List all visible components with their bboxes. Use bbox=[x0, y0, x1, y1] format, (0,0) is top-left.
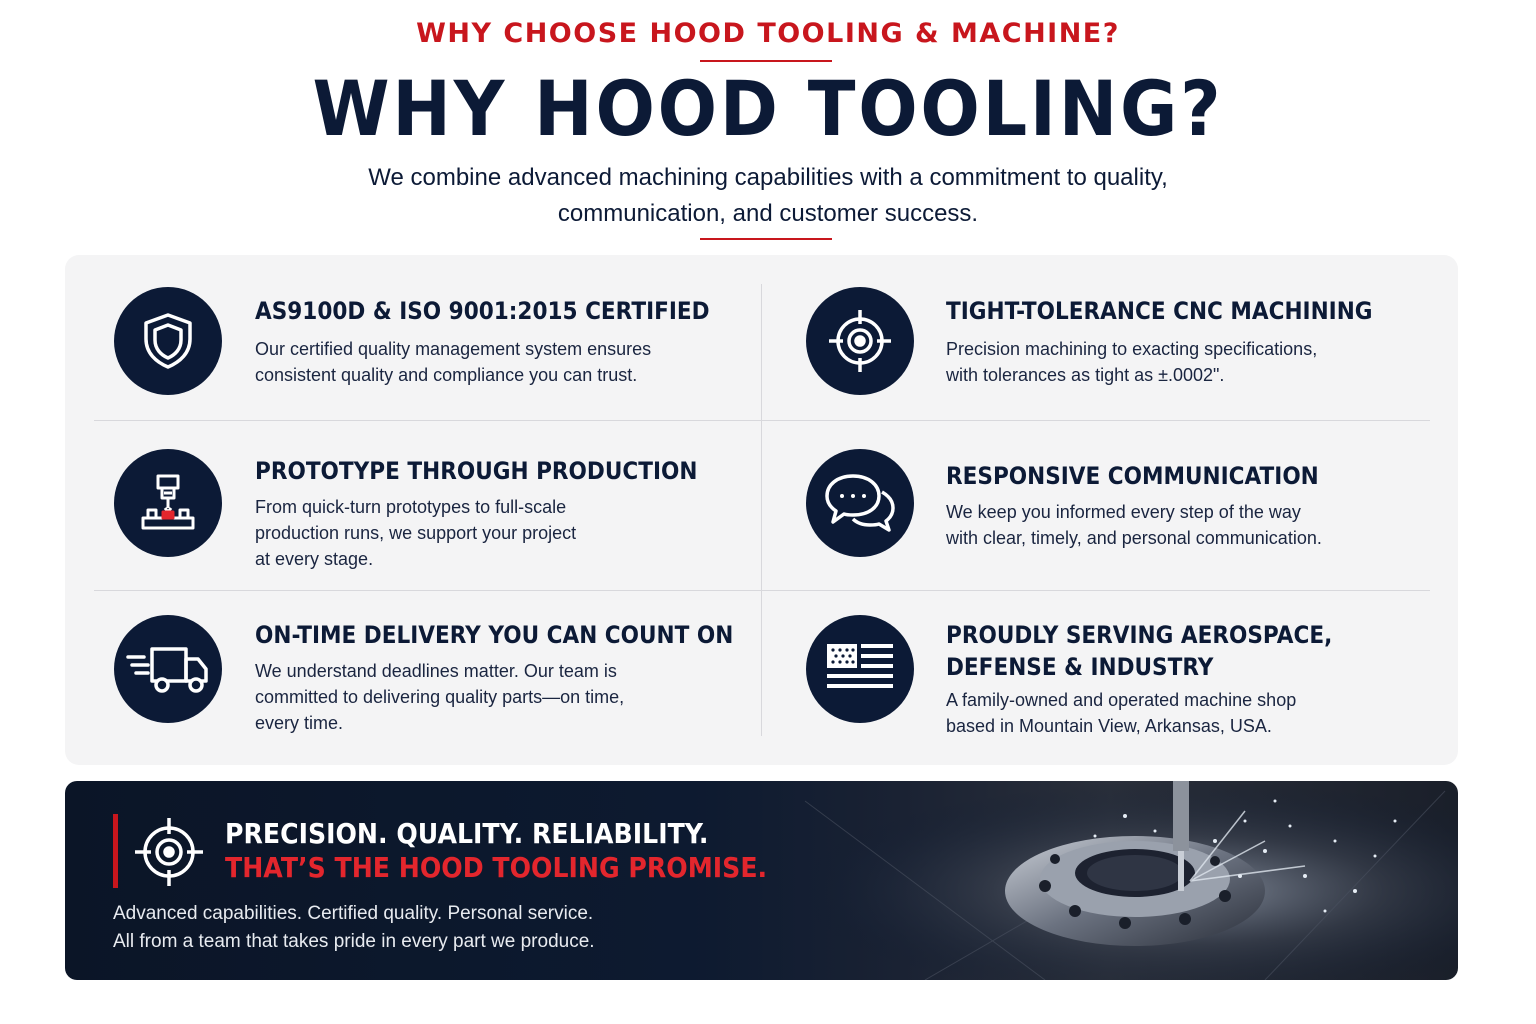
feature-desc-line: Our certified quality management system … bbox=[255, 339, 652, 359]
column-divider bbox=[761, 284, 762, 736]
banner-copy-line: All from a team that takes pride in ever… bbox=[113, 931, 595, 952]
feature-desc-line: committed to delivering quality parts—on… bbox=[255, 687, 625, 707]
cnc-machine-icon bbox=[114, 449, 222, 557]
feature-description: Precision machining to exacting specific… bbox=[946, 336, 1317, 388]
feature-desc-line: Precision machining to exacting specific… bbox=[946, 339, 1318, 359]
target-crosshair-icon bbox=[806, 287, 914, 395]
feature-description: We keep you informed every step of the w… bbox=[946, 499, 1322, 551]
page-subtitle: We combine advanced machining capabiliti… bbox=[268, 160, 1268, 232]
accent-bar bbox=[113, 814, 118, 888]
title-divider-bottom bbox=[700, 238, 832, 240]
feature-description: A family-owned and operated machine shop… bbox=[946, 687, 1296, 739]
feature-description: Our certified quality management system … bbox=[255, 336, 651, 388]
feature-desc-line: production runs, we support your project bbox=[255, 523, 577, 543]
cnc-machining-photo bbox=[745, 781, 1458, 980]
subtitle-line: communication, and customer success. bbox=[557, 200, 979, 227]
feature-title: RESPONSIVE COMMUNICATION bbox=[946, 462, 1319, 490]
feature-title-line: PROUDLY SERVING AEROSPACE, bbox=[946, 621, 1333, 649]
page-title: WHY HOOD TOOLING? bbox=[312, 64, 1224, 153]
subtitle-line: We combine advanced machining capabiliti… bbox=[368, 164, 1168, 191]
banner-copy: Advanced capabilities. Certified quality… bbox=[113, 900, 595, 956]
title-divider-top bbox=[700, 60, 832, 62]
feature-desc-line: From quick-turn prototypes to full-scale bbox=[255, 497, 567, 517]
feature-desc-line: We understand deadlines matter. Our team… bbox=[255, 661, 617, 681]
feature-desc-line: with tolerances as tight as ±.0002". bbox=[946, 365, 1225, 385]
row-divider bbox=[94, 420, 1430, 421]
feature-desc-line: A family-owned and operated machine shop bbox=[946, 690, 1297, 710]
feature-title-line: DEFENSE & INDUSTRY bbox=[946, 653, 1214, 681]
promise-banner: PRECISION. QUALITY. RELIABILITY. THAT’S … bbox=[65, 781, 1458, 980]
eyebrow-heading: WHY CHOOSE HOOD TOOLING & MACHINE? bbox=[416, 18, 1120, 49]
feature-description: From quick-turn prototypes to full-scale… bbox=[255, 494, 576, 572]
feature-desc-line: every time. bbox=[255, 713, 344, 733]
feature-desc-line: with clear, timely, and personal communi… bbox=[946, 528, 1322, 548]
chat-bubbles-icon bbox=[806, 449, 914, 557]
feature-title: AS9100D & ISO 9001:2015 CERTIFIED bbox=[255, 297, 710, 325]
shield-icon bbox=[114, 287, 222, 395]
feature-description: We understand deadlines matter. Our team… bbox=[255, 658, 624, 736]
feature-title: TIGHT-TOLERANCE CNC MACHINING bbox=[946, 297, 1373, 325]
feature-title: ON-TIME DELIVERY YOU CAN COUNT ON bbox=[255, 621, 734, 649]
us-flag-icon bbox=[806, 615, 914, 723]
banner-headline: PRECISION. QUALITY. RELIABILITY. bbox=[225, 817, 709, 850]
delivery-truck-icon bbox=[114, 615, 222, 723]
feature-title: PROTOTYPE THROUGH PRODUCTION bbox=[255, 457, 698, 485]
target-crosshair-icon bbox=[135, 818, 203, 886]
feature-title: PROUDLY SERVING AEROSPACE, DEFENSE & IND… bbox=[946, 619, 1332, 683]
row-divider bbox=[94, 590, 1430, 591]
feature-desc-line: consistent quality and compliance you ca… bbox=[255, 365, 638, 385]
banner-copy-line: Advanced capabilities. Certified quality… bbox=[113, 903, 594, 924]
feature-desc-line: at every stage. bbox=[255, 549, 374, 569]
feature-desc-line: We keep you informed every step of the w… bbox=[946, 502, 1301, 522]
feature-desc-line: based in Mountain View, Arkansas, USA. bbox=[946, 716, 1272, 736]
banner-promise: THAT’S THE HOOD TOOLING PROMISE. bbox=[225, 851, 768, 884]
